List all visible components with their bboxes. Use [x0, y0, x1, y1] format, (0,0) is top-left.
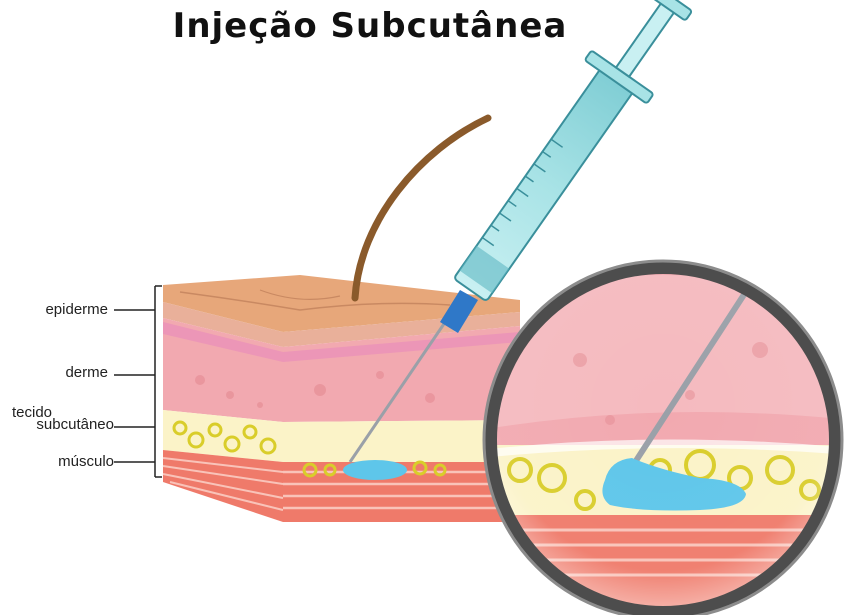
syringe-plunger — [616, 2, 675, 77]
magnifier-lens — [480, 260, 850, 615]
fluid-deposit — [343, 460, 407, 480]
label-brackets — [114, 286, 162, 477]
